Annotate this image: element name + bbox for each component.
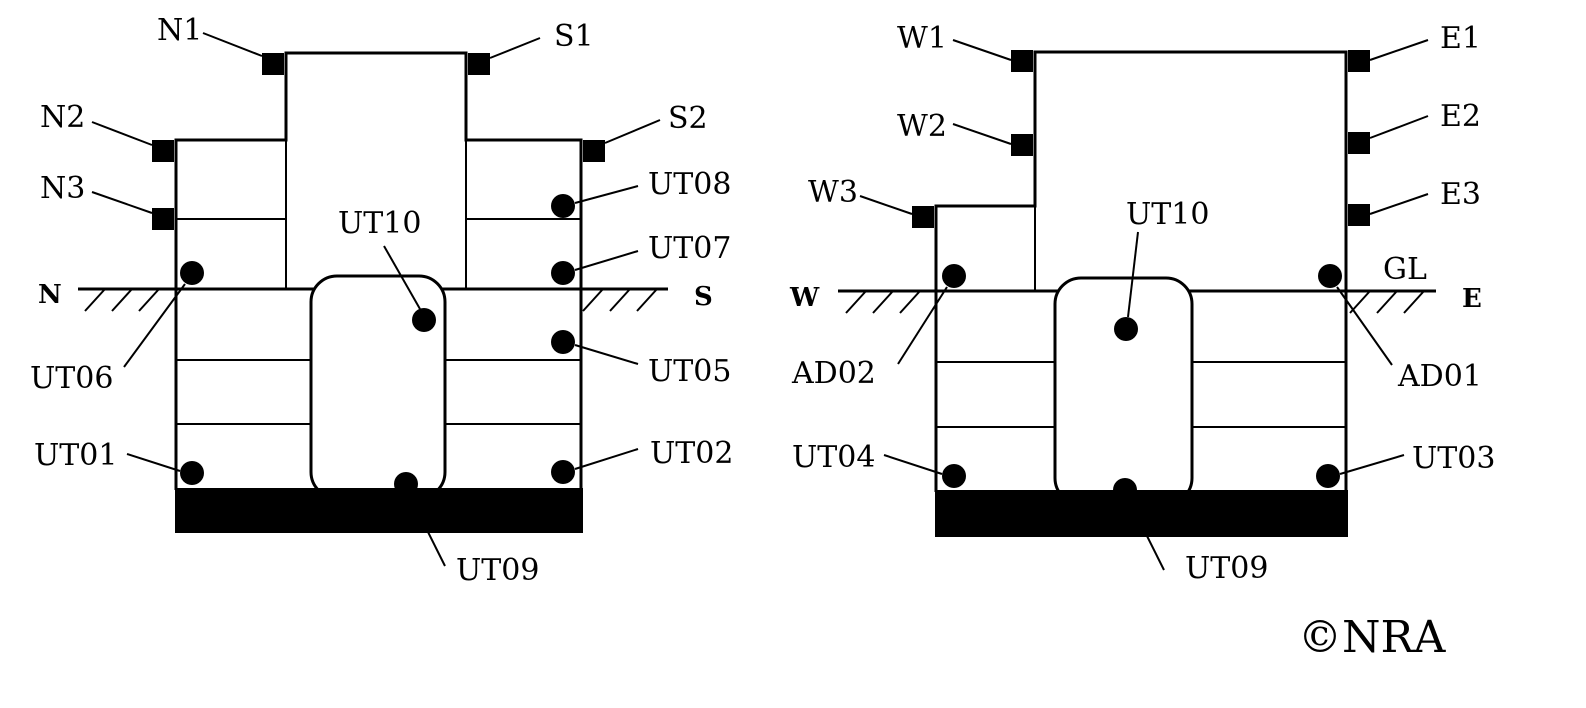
sensor-UT06 — [180, 261, 204, 285]
direction-N: N — [38, 280, 62, 310]
sensor-W1 — [1011, 50, 1033, 72]
sensor-UT08 — [551, 194, 575, 218]
sensor-UT03 — [1316, 464, 1340, 488]
leader-lines-left — [91, 32, 661, 567]
floor-lines-left — [176, 218, 581, 425]
label-E2: E2 — [1440, 99, 1481, 134]
direction-S: S — [694, 282, 713, 312]
leader-lines-right — [859, 39, 1429, 571]
sensor-E3 — [1348, 204, 1370, 226]
sensor-E2 — [1348, 132, 1370, 154]
sensor-W2 — [1011, 134, 1033, 156]
sensor-UT01 — [180, 461, 204, 485]
label-UT09-left: UT09 — [456, 553, 539, 588]
foundation-mat-left — [175, 488, 583, 533]
direction-W: W — [789, 283, 820, 313]
building-outline-right — [934, 50, 1348, 492]
label-UT05: UT05 — [648, 354, 731, 389]
building-outline-left — [174, 51, 583, 490]
label-UT03: UT03 — [1412, 441, 1495, 476]
sensor-S2 — [583, 140, 605, 162]
label-UT10-right: UT10 — [1126, 197, 1209, 232]
label-UT01: UT01 — [34, 438, 117, 473]
sensor-N3 — [152, 208, 174, 230]
sensor-UT10-right — [1114, 317, 1138, 341]
sensor-UT10-left — [412, 308, 436, 332]
label-UT07: UT07 — [648, 231, 731, 266]
label-W2: W2 — [897, 109, 947, 144]
sensor-UT05 — [551, 330, 575, 354]
label-UT10-left: UT10 — [338, 206, 421, 241]
sensor-N2 — [152, 140, 174, 162]
label-W3: W3 — [808, 175, 858, 210]
copyright-mark: ©NRA — [1298, 612, 1447, 663]
label-N3: N3 — [40, 171, 85, 206]
sensor-AD02 — [942, 264, 966, 288]
label-N2: N2 — [40, 100, 85, 135]
sensor-UT09-right — [1113, 478, 1137, 502]
sensor-UT09-left — [394, 472, 418, 496]
label-UT04: UT04 — [792, 440, 875, 475]
label-UT06: UT06 — [30, 361, 113, 396]
label-UT08: UT08 — [648, 167, 731, 202]
sensor-E1 — [1348, 50, 1370, 72]
sensor-UT02 — [551, 460, 575, 484]
sensor-UT04 — [942, 464, 966, 488]
label-W1: W1 — [897, 21, 947, 56]
label-E1: E1 — [1440, 21, 1481, 56]
label-GL: GL — [1383, 252, 1427, 287]
sensor-AD01 — [1318, 264, 1342, 288]
label-N1: N1 — [157, 13, 202, 48]
label-S2: S2 — [668, 101, 708, 136]
label-UT02: UT02 — [650, 436, 733, 471]
foundation-mat-right — [935, 490, 1348, 537]
sensor-W3 — [912, 206, 934, 228]
floor-lines-right — [936, 361, 1346, 428]
section-west-east: W1 E1 W2 E2 W3 E3 UT10 GL W E AD02 AD01 … — [789, 21, 1495, 586]
ground-hatching-left — [84, 288, 658, 312]
label-UT09-right: UT09 — [1185, 551, 1268, 586]
sensor-UT07 — [551, 261, 575, 285]
direction-E: E — [1462, 284, 1482, 314]
reactor-vessel-right — [1053, 276, 1194, 506]
sensor-S1 — [468, 53, 490, 75]
sensor-N1 — [262, 53, 284, 75]
label-S1: S1 — [554, 19, 594, 54]
label-E3: E3 — [1440, 177, 1481, 212]
section-north-south: N1 S1 N2 S2 N3 UT08 UT10 UT07 N S UT06 U… — [30, 13, 733, 588]
label-AD02: AD02 — [791, 356, 876, 391]
label-AD01: AD01 — [1397, 359, 1482, 394]
